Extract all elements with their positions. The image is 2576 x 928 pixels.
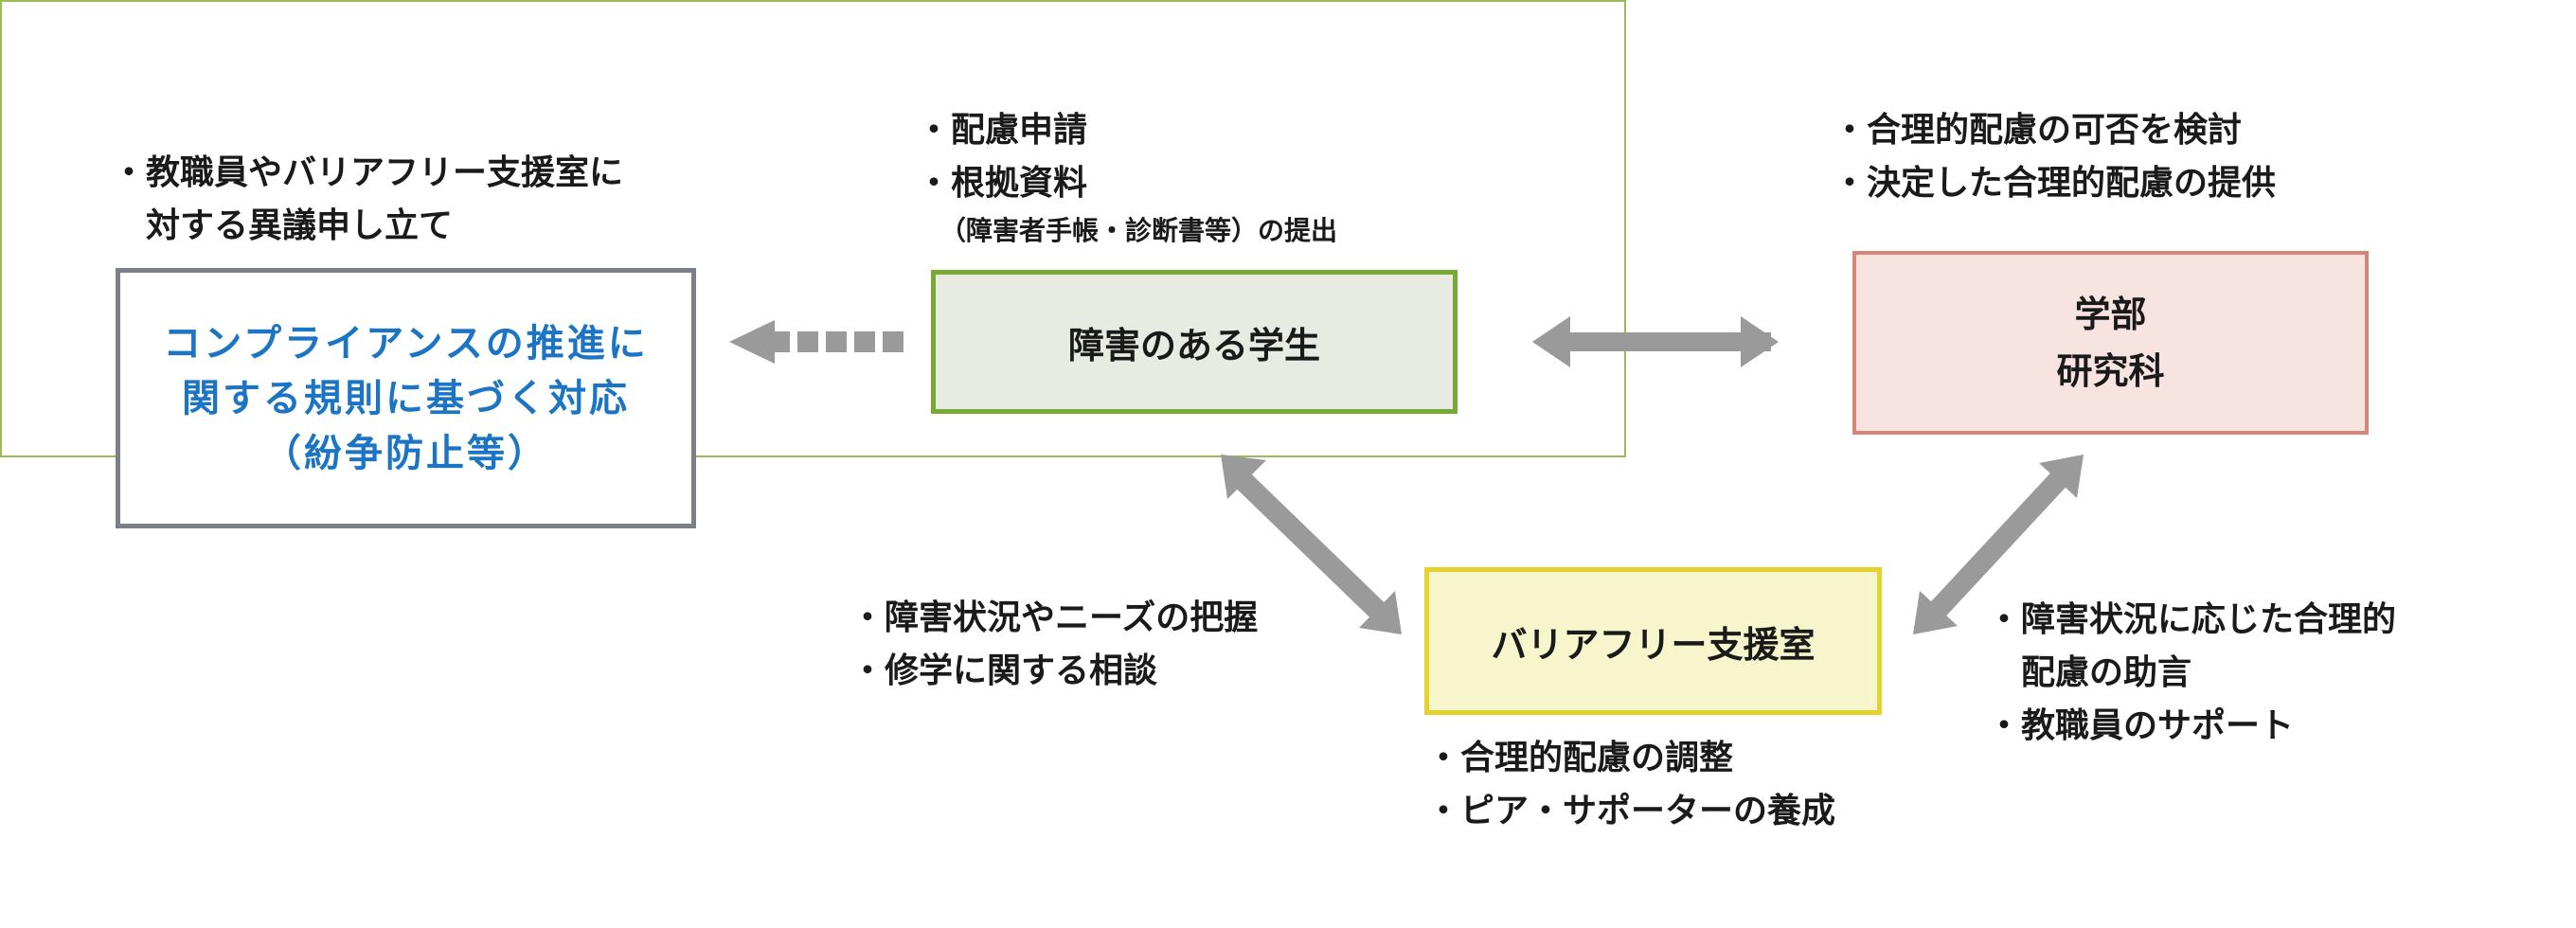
student-faculty-region (0, 0, 1626, 457)
compliance-notes: ・教職員やバリアフリー支援室に 対する異議申し立て (112, 147, 623, 253)
support-bottom-note-line: ・合理的配慮の調整 (1426, 739, 1734, 777)
compliance-note-line: 対する異議申し立て (146, 206, 454, 245)
faculty-note-line: ・合理的配慮の可否を検討 (1833, 111, 2243, 150)
dash-segment (854, 331, 875, 352)
support-right-note-line: 配慮の助言 (2021, 653, 2192, 692)
double-arrow-student-support (1221, 455, 1402, 634)
support-right-notes: ・障害状況に応じた合理的 配慮の助言 ・教職員のサポート (1987, 594, 2396, 753)
support-right-note-line: ・教職員のサポート (1987, 706, 2295, 745)
faculty-note-line: ・決定した合理的配慮の提供 (1833, 164, 2277, 203)
compliance-box-line: （紛争防止等） (263, 431, 548, 475)
compliance-box-line: コンプライアンスの推進に (163, 321, 649, 366)
compliance-note-line: ・教職員やバリアフリー支援室に (112, 153, 624, 192)
dash-segment (883, 331, 903, 352)
double-arrow-student-faculty (1532, 316, 1779, 367)
student-note-line: （障害者手帳・診断書等）の提出 (939, 215, 1338, 246)
student-note-line: ・配慮申請 (917, 111, 1088, 150)
student-note-line: ・根拠資料 (917, 164, 1088, 203)
dash-segment (771, 331, 790, 352)
support-right-note-line: ・障害状況に応じた合理的 (1987, 600, 2397, 639)
student-box-label: 障害のある学生 (1067, 324, 1320, 366)
arrowhead-left (729, 320, 775, 364)
support-left-note-line: ・修学に関する相談 (850, 651, 1158, 690)
faculty-notes: ・合理的配慮の可否を検討 ・決定した合理的配慮の提供 (1833, 104, 2276, 210)
faculty-box-line: 研究科 (2056, 350, 2165, 392)
compliance-box-line: 関する規則に基づく対応 (182, 376, 630, 420)
dash-segment (797, 331, 818, 352)
double-arrow-faculty-support (1913, 455, 2084, 634)
support-left-notes: ・障害状況やニーズの把握 ・修学に関する相談 (850, 592, 1258, 698)
faculty-box: 学部 研究科 (1852, 251, 2369, 435)
compliance-box: コンプライアンスの推進に 関する規則に基づく対応 （紛争防止等） (116, 268, 696, 528)
dashed-arrow-student-to-compliance (729, 320, 903, 364)
support-bottom-notes: ・合理的配慮の調整 ・ピア・サポーターの養成 (1426, 732, 1835, 838)
support-left-note-line: ・障害状況やニーズの把握 (850, 598, 1259, 637)
dash-segment (826, 331, 847, 352)
support-box: バリアフリー支援室 (1424, 567, 1882, 715)
support-box-label: バリアフリー支援室 (1491, 623, 1816, 666)
student-notes: ・配慮申請 ・根拠資料 （障害者手帳・診断書等）の提出 (917, 104, 1337, 252)
support-bottom-note-line: ・ピア・サポーターの養成 (1426, 792, 1836, 830)
faculty-box-line: 学部 (2074, 294, 2147, 335)
student-box: 障害のある学生 (931, 270, 1458, 414)
